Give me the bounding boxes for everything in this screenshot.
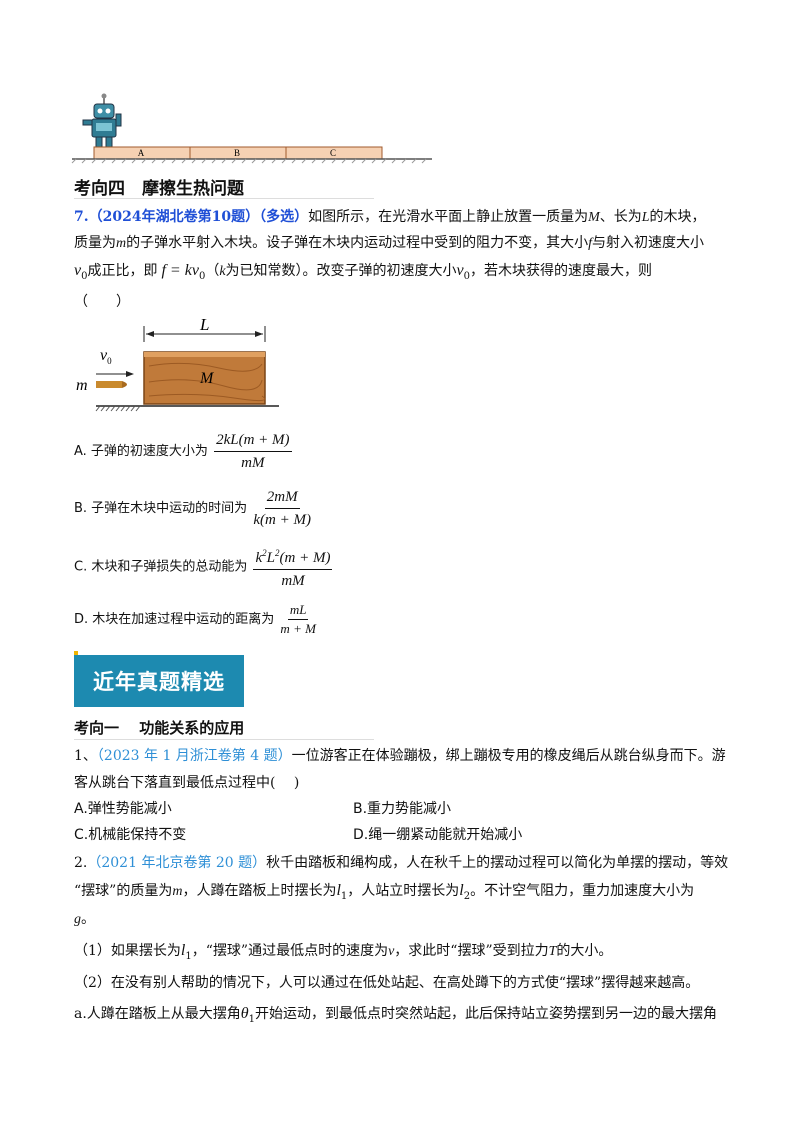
- q1-option-c[interactable]: C.机械能保持不变: [74, 827, 187, 843]
- mass-label-block: M: [199, 370, 215, 387]
- q1-line-1: 1、（2023 年 1 月浙江卷第 4 题）一位游客正在体验蹦极，绑上蹦极专用的…: [74, 748, 726, 764]
- section-heading-4: 考向四 摩擦生热问题: [74, 179, 244, 199]
- q2-number: 2.: [74, 855, 88, 871]
- q2-source: （2021 年北京卷第 20 题）: [87, 855, 267, 871]
- q1-option-d[interactable]: D.绳一绷紧动能就开始减小: [353, 827, 523, 843]
- q7-line-2: 质量为m的子弹水平射入木块。设子弹在木块内运动过程中受到的阻力不变，其大小f与射…: [74, 235, 705, 251]
- q2-part-2a: a.人蹲在踏板上从最大摆角θ1开始运动，到最低点时突然站起，此后保持站立姿势摆到…: [74, 1005, 718, 1025]
- q2-line-2: “摆球”的质量为m，人蹲在踏板上时摆长为l1，人站立时摆长为l2。不计空气阻力，…: [74, 882, 695, 902]
- section-divider: [74, 198, 374, 199]
- q1-source: （2023 年 1 月浙江卷第 4 题）: [96, 748, 292, 764]
- bullet-icon: [96, 381, 127, 388]
- mass-label-bullet: m: [76, 377, 88, 394]
- q7-source: （2024年湖北卷第10题）（多选）: [88, 209, 309, 225]
- length-label: L: [199, 316, 209, 334]
- robot-icon: [82, 93, 122, 149]
- q7-number: 7.: [74, 209, 89, 225]
- banner-recent-exams: 近年真题精选: [74, 655, 244, 707]
- q2-part-2: （2）在没有别人帮助的情况下，人可以通过在低处站起、在高处蹲下的方式使“摆球”摆…: [74, 975, 700, 991]
- section-heading-1: 考向一 功能关系的应用: [74, 719, 245, 737]
- q7-option-c[interactable]: C. 木块和子弹损失的总动能为 k2L2(m + M)mM: [74, 543, 333, 591]
- robot-plank-figure: A B C: [71, 93, 432, 164]
- q7-option-a[interactable]: A. 子弹的初速度大小为 2kL(m + M)mM: [74, 432, 292, 471]
- bullet-block-figure: L M v0 m: [76, 316, 279, 412]
- q2-line-3: g。: [74, 911, 95, 927]
- plank-label-a: A: [138, 148, 145, 158]
- q1-option-a[interactable]: A.弹性势能减小: [74, 801, 172, 817]
- velocity-label: v0: [100, 347, 112, 366]
- q7-line-3: v0成正比，即 f = kv0（k为已知常数）。改变子弹的初速度大小v0，若木块…: [74, 262, 653, 282]
- q1-line-2: 客从跳台下落直到最低点过程中( ): [74, 775, 300, 791]
- section-divider: [74, 739, 374, 740]
- q7-answer-paren: （ ）: [74, 294, 130, 310]
- q7-line-1: 7.（2024年湖北卷第10题）（多选）如图所示，在光滑水平面上静止放置一质量为…: [74, 209, 706, 225]
- q1-number: 1、: [74, 748, 97, 764]
- q1-option-b[interactable]: B.重力势能减小: [353, 801, 452, 817]
- q2-part-1: （1）如果摆长为l1，“摆球”通过最低点时的速度为v，求此时“摆球”受到拉力T的…: [74, 942, 613, 962]
- plank-label-c: C: [330, 148, 336, 158]
- q2-line-1: 2.（2021 年北京卷第 20 题）秋千由踏板和绳构成，人在秋千上的摆动过程可…: [74, 855, 729, 871]
- plank-label-b: B: [234, 148, 240, 158]
